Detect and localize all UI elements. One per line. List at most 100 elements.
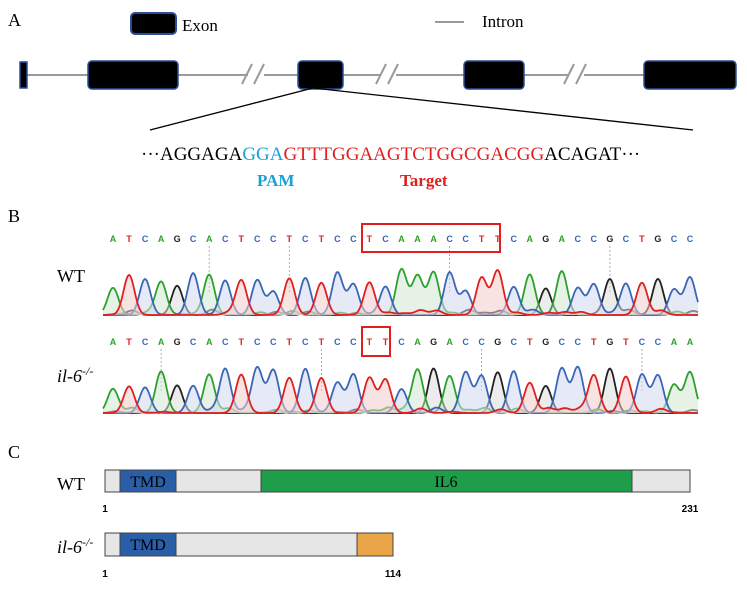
ko-base-call: C xyxy=(302,337,309,347)
exon-4 xyxy=(463,60,525,90)
ko-base-call: C xyxy=(575,337,582,347)
ko-base-call: C xyxy=(655,337,662,347)
ko-base-call: A xyxy=(687,337,694,347)
ko-base-call: T xyxy=(591,337,597,347)
ko-protein-label: il-6-/- xyxy=(57,535,93,557)
wt-base-call: C xyxy=(591,234,598,244)
wt-il6-label: IL6 xyxy=(434,474,457,491)
deletion-box-wt xyxy=(361,223,501,253)
ko-base-call: A xyxy=(446,337,453,347)
axis-break xyxy=(241,63,253,85)
wt-base-call: A xyxy=(430,234,437,244)
ko-base-call: A xyxy=(158,337,165,347)
axis-break xyxy=(387,63,399,85)
ko-tmd-domain xyxy=(119,532,177,557)
wt-base-call: C xyxy=(190,234,197,244)
wt-tmd-label: TMD xyxy=(130,474,166,491)
wt-base-call: T xyxy=(479,234,485,244)
wt-base-call: A xyxy=(158,234,165,244)
pam-label: PAM xyxy=(257,171,294,190)
ko-protein-label-base: il-6 xyxy=(57,537,82,557)
ko-protein: TMD xyxy=(104,532,394,557)
ko-base-call: A xyxy=(110,337,117,347)
axis-break xyxy=(563,63,575,85)
ko-base-call: C xyxy=(350,337,357,347)
ko-base-call: T xyxy=(383,337,389,347)
wt-trace-fill-g xyxy=(103,278,698,315)
wt-base-call: C xyxy=(687,234,694,244)
wt-base-call: C xyxy=(382,234,389,244)
ko-base-call: C xyxy=(639,337,646,347)
ko-base-call: C xyxy=(510,337,517,347)
ko-base-call: T xyxy=(527,337,533,347)
wt-end-tick: 231 xyxy=(682,504,699,515)
seq-target: GTTTGGAAGTCTGGCGACGG xyxy=(283,144,544,165)
ko-base-call: G xyxy=(542,337,549,347)
wt-base-call: C xyxy=(462,234,469,244)
wt-base-call: A xyxy=(414,234,421,244)
ko-trace-fill-g xyxy=(103,368,698,413)
seq-dots-left: ··· xyxy=(141,144,160,165)
ko-base-call: A xyxy=(414,337,421,347)
axis-break xyxy=(253,63,265,85)
panel-b-letter: B xyxy=(8,206,20,226)
gene-structure xyxy=(19,60,737,90)
panel-c-letter: C xyxy=(8,442,20,462)
seq-pam: GGA xyxy=(242,144,283,165)
wt-protein: TMD IL6 xyxy=(104,469,691,493)
wt-trace-fill-a xyxy=(103,268,698,315)
wt-base-call: C xyxy=(575,234,582,244)
zoom-line-right xyxy=(312,87,694,131)
ko-protein-label-sup: -/- xyxy=(82,535,93,549)
wt-base-call: C xyxy=(446,234,453,244)
wt-base-call: T xyxy=(287,234,293,244)
wt-base-call: C xyxy=(254,234,261,244)
ko-base-call: T xyxy=(126,337,132,347)
wt-base-call: A xyxy=(206,234,213,244)
ko-base-call: C xyxy=(222,337,229,347)
ko-base-call: T xyxy=(623,337,629,347)
ko-base-call: C xyxy=(462,337,469,347)
wt-base-call: G xyxy=(542,234,549,244)
ko-tmd-label: TMD xyxy=(130,537,166,554)
ko-start-tick: 1 xyxy=(102,569,108,580)
ko-base-call: G xyxy=(174,337,181,347)
wt-base-call: C xyxy=(350,234,357,244)
wt-base-call: C xyxy=(623,234,630,244)
wt-base-call: C xyxy=(142,234,149,244)
wt-base-call: C xyxy=(671,234,678,244)
wt-base-call: G xyxy=(654,234,661,244)
wt-base-call: A xyxy=(398,234,405,244)
ko-base-call: G xyxy=(494,337,501,347)
exon-1 xyxy=(19,61,28,89)
wt-il6-domain xyxy=(260,469,633,493)
ko-base-call: A xyxy=(206,337,213,347)
wt-base-call: A xyxy=(526,234,533,244)
wt-base-call: T xyxy=(639,234,645,244)
ko-base-call: A xyxy=(671,337,678,347)
wt-base-call: C xyxy=(270,234,277,244)
wt-base-call: C xyxy=(334,234,341,244)
wt-base-call: A xyxy=(110,234,117,244)
ko-base-call: C xyxy=(478,337,485,347)
wt-tmd-domain xyxy=(119,469,177,493)
wt-start-tick: 1 xyxy=(102,504,108,515)
wt-base-call: C xyxy=(222,234,229,244)
ko-base-call: C xyxy=(398,337,405,347)
ko-base-call: T xyxy=(287,337,293,347)
deletion-box-ko xyxy=(361,326,391,357)
ko-base-call: C xyxy=(190,337,197,347)
axis-break xyxy=(575,63,587,85)
seq-dots-right: ··· xyxy=(621,144,640,165)
wt-trace-fill-c xyxy=(103,272,698,315)
wt-trace-fill-t xyxy=(103,270,698,315)
wt-protein-label: WT xyxy=(57,474,85,494)
wt-base-call: A xyxy=(559,234,566,244)
axis-break xyxy=(375,63,387,85)
wt-trace-label: WT xyxy=(57,266,85,286)
wt-base-call: C xyxy=(510,234,517,244)
ko-base-call: T xyxy=(367,337,373,347)
ko-base-call: C xyxy=(559,337,566,347)
exon-5 xyxy=(643,60,737,90)
